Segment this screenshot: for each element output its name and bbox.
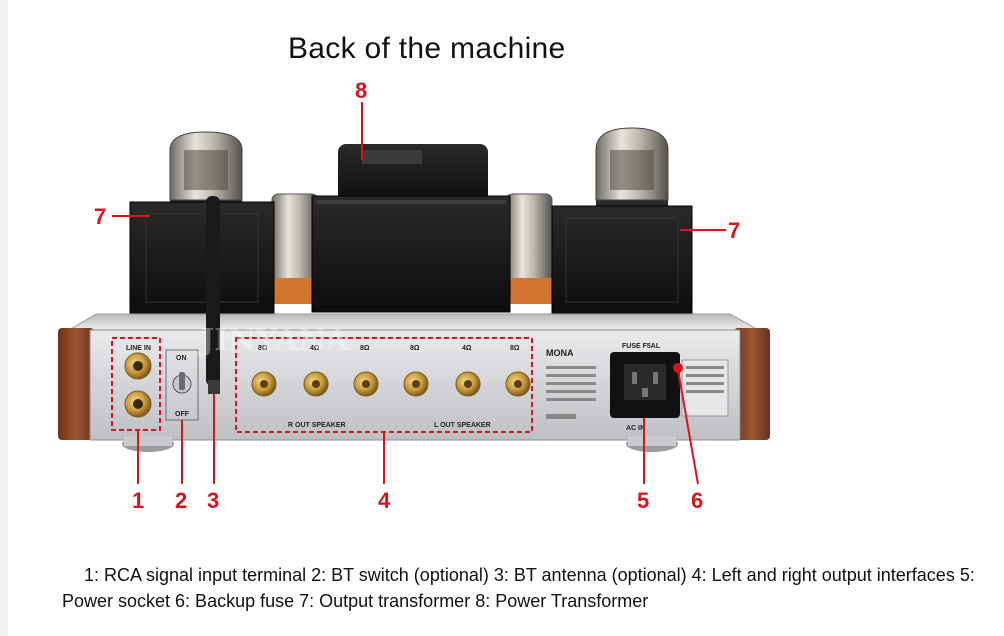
ohm-label-r3: 8Ω <box>360 345 370 352</box>
small-tube-right <box>505 193 553 304</box>
ohm-label-r1: 8Ω <box>258 345 268 352</box>
ohm-label-l1: 8Ω <box>410 345 420 352</box>
amplifier-illustration: LINE IN ON OFF 8Ω 4Ω 8Ω 8Ω 4Ω 8Ω R OUT S… <box>58 78 770 513</box>
ohm-label-l3: 8Ω <box>510 345 520 352</box>
output-transformer-left <box>129 201 275 315</box>
power-transformer <box>311 144 511 313</box>
callout-5: 5 <box>637 488 649 513</box>
callout-3: 3 <box>207 488 219 513</box>
output-transformer-right <box>551 205 693 315</box>
callout-leader-lines <box>112 102 726 485</box>
legend-caption: 1: RCA signal input terminal 2: BT switc… <box>62 565 975 611</box>
fuse-callout-dot <box>673 363 683 373</box>
r-out-speaker-label: R OUT SPEAKER <box>288 422 346 429</box>
speaker-terminal-4 <box>403 371 429 397</box>
speaker-terminal-5 <box>455 371 481 397</box>
switch-off-label: OFF <box>175 411 190 418</box>
speaker-terminal-3 <box>353 371 379 397</box>
left-edge-strip <box>0 0 8 636</box>
line-in-highlight-box <box>111 337 161 431</box>
ohm-label-l2: 4Ω <box>462 345 472 352</box>
line-in-label: LINE IN <box>126 345 151 352</box>
ac-in-label: AC IN <box>626 425 645 432</box>
fuse-label: FUSE F5AL <box>622 343 661 350</box>
callout-6: 6 <box>691 488 703 513</box>
top-plate <box>64 313 764 333</box>
watermark: JINYANA <box>197 323 350 358</box>
page-title: Back of the machine <box>288 32 566 65</box>
callout-7-right: 7 <box>728 218 740 243</box>
bt-toggle-switch <box>172 372 192 394</box>
callout-7-left: 7 <box>94 204 106 229</box>
ohm-label-r2: 4Ω <box>310 345 320 352</box>
callout-1: 1 <box>132 488 144 513</box>
wood-side-left <box>58 328 94 440</box>
callout-8: 8 <box>355 78 367 103</box>
power-socket <box>610 352 680 418</box>
callout-4: 4 <box>378 488 391 513</box>
l-out-speaker-label: L OUT SPEAKER <box>434 422 491 429</box>
fuse-holder <box>681 359 729 417</box>
switch-on-label: ON <box>176 355 187 362</box>
speaker-terminal-1 <box>251 371 277 397</box>
wood-side-right <box>734 328 770 440</box>
speaker-terminal-6 <box>505 371 531 397</box>
spec-plate-text <box>546 366 596 419</box>
callout-2: 2 <box>175 488 187 513</box>
speaker-terminal-2 <box>303 371 329 397</box>
bt-antenna <box>206 196 220 394</box>
amplifier-back-photo: LINE IN ON OFF 8Ω 4Ω 8Ω 8Ω 4Ω 8Ω R OUT S… <box>58 78 770 513</box>
small-tube-left <box>271 193 319 304</box>
brand-label: MONA <box>546 348 574 358</box>
rca-jack-top <box>124 352 152 380</box>
rca-jack-bottom <box>124 390 152 418</box>
